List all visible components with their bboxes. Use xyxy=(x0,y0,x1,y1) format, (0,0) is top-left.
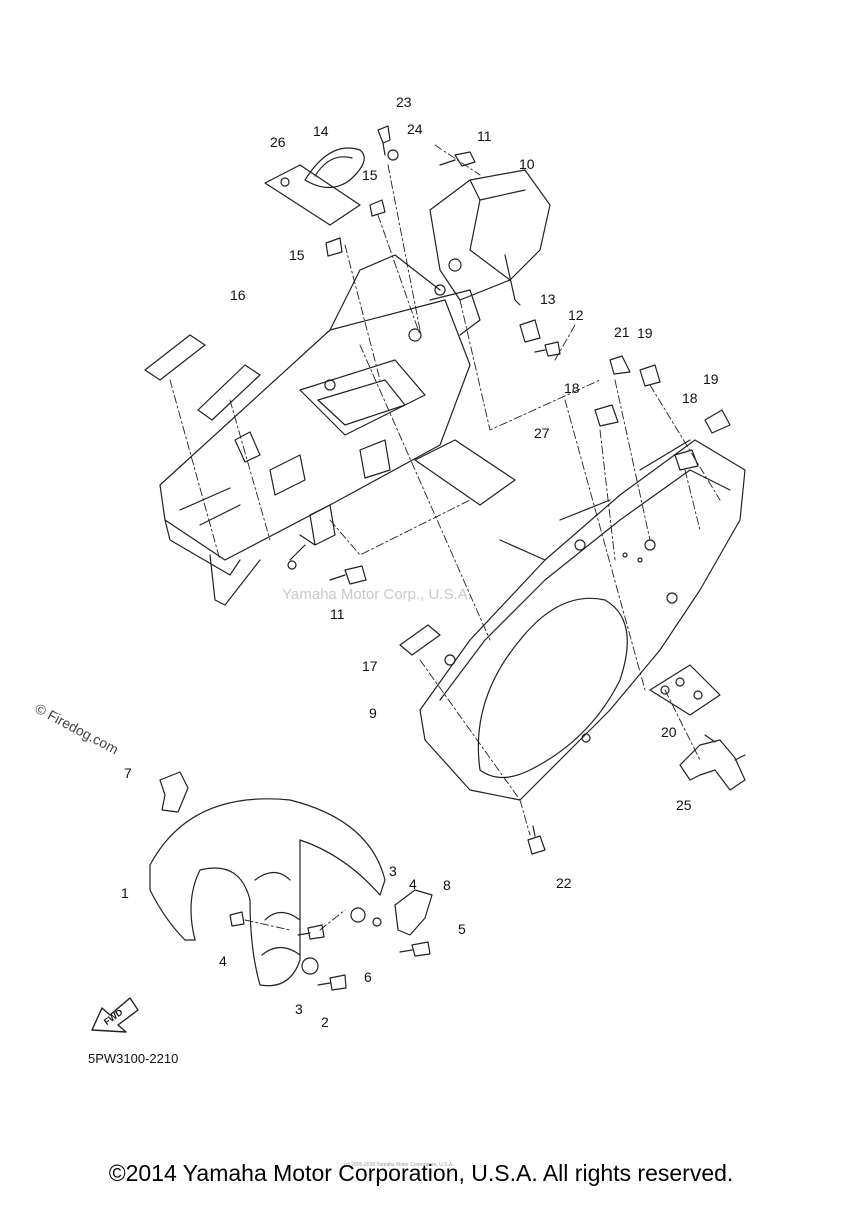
callout-11-top: 11 xyxy=(477,128,492,144)
callout-10: 10 xyxy=(519,156,535,172)
plate-26 xyxy=(264,164,361,226)
washer-3-lower xyxy=(301,957,319,975)
plate-20 xyxy=(649,664,721,716)
part-code: 5PW3100-2210 xyxy=(88,1051,179,1066)
bolt-12 xyxy=(534,341,561,357)
callout-22: 22 xyxy=(556,875,572,891)
callout-2: 2 xyxy=(321,1014,329,1030)
callout-3-lower: 3 xyxy=(295,1001,303,1017)
watermark: Yamaha Motor Corp., U.S.A. xyxy=(282,586,472,603)
callout-5: 5 xyxy=(458,921,466,937)
callout-27: 27 xyxy=(534,425,550,441)
callout-3-upper: 3 xyxy=(389,863,397,879)
callout-15-upper: 15 xyxy=(362,167,378,183)
label-17 xyxy=(399,624,441,656)
front-fender-1 xyxy=(149,798,386,987)
spacer-13 xyxy=(519,319,541,343)
callout-19-b: 19 xyxy=(703,371,719,387)
callout-15-lower: 15 xyxy=(289,247,305,263)
callout-9: 9 xyxy=(369,705,377,721)
callout-6: 6 xyxy=(364,969,372,985)
callout-1: 1 xyxy=(121,885,129,901)
bolt-4-lower xyxy=(229,911,245,927)
small-credit: (c) 2005-2015 Yamaha Motor Corporation, … xyxy=(344,1162,454,1168)
bolt-5 xyxy=(399,941,431,957)
pad-19-b xyxy=(704,409,731,434)
bracket-8 xyxy=(394,889,433,936)
bolt-23 xyxy=(377,125,391,156)
bracket-10 xyxy=(429,169,551,306)
callout-24: 24 xyxy=(407,121,423,137)
callout-18-b: 18 xyxy=(682,390,698,406)
callout-8: 8 xyxy=(443,877,451,893)
callout-12: 12 xyxy=(568,307,584,323)
bolt-22 xyxy=(527,825,546,855)
callout-23: 23 xyxy=(396,94,412,110)
callout-19-a: 19 xyxy=(637,325,653,341)
bolt-11-lower xyxy=(329,565,367,585)
callout-4-upper: 4 xyxy=(409,876,417,892)
tail-cowl-9 xyxy=(419,439,746,801)
rear-frame-assembly xyxy=(159,254,481,606)
seat-strap-14 xyxy=(304,147,365,189)
bracket-25 xyxy=(679,734,746,791)
bolt-11-top xyxy=(439,151,476,167)
label-27 xyxy=(414,439,516,506)
callout-13: 13 xyxy=(540,291,556,307)
clip-15-lower xyxy=(325,237,343,257)
clip-15-upper xyxy=(369,199,386,217)
callout-21: 21 xyxy=(614,324,630,340)
washer-4-upper xyxy=(372,917,382,927)
alignment-lines xyxy=(169,144,721,931)
callout-16: 16 xyxy=(230,287,246,303)
pad-18-b xyxy=(674,449,699,471)
bracket-7 xyxy=(159,771,189,813)
washer-3-upper xyxy=(350,907,366,923)
callout-26: 26 xyxy=(270,134,286,150)
callout-18-a: 18 xyxy=(564,380,580,396)
label-16-left xyxy=(144,334,206,381)
bolt-2 xyxy=(317,974,347,991)
callout-14: 14 xyxy=(313,123,329,139)
callout-11-lower: 11 xyxy=(330,606,345,622)
pad-19-a xyxy=(639,364,661,387)
callout-17: 17 xyxy=(362,658,378,674)
callout-4-lower: 4 xyxy=(219,953,227,969)
label-16-right xyxy=(197,364,261,421)
pad-18-a xyxy=(594,404,619,427)
pad-21 xyxy=(609,355,631,375)
bolt-6 xyxy=(297,924,325,940)
copyright-notice: ©2014 Yamaha Motor Corporation, U.S.A. A… xyxy=(108,1160,734,1186)
callout-20: 20 xyxy=(661,724,677,740)
callout-25: 25 xyxy=(676,797,692,813)
washer-24 xyxy=(387,149,399,161)
callout-7: 7 xyxy=(124,765,132,781)
fwd-arrow-icon xyxy=(91,997,139,1033)
